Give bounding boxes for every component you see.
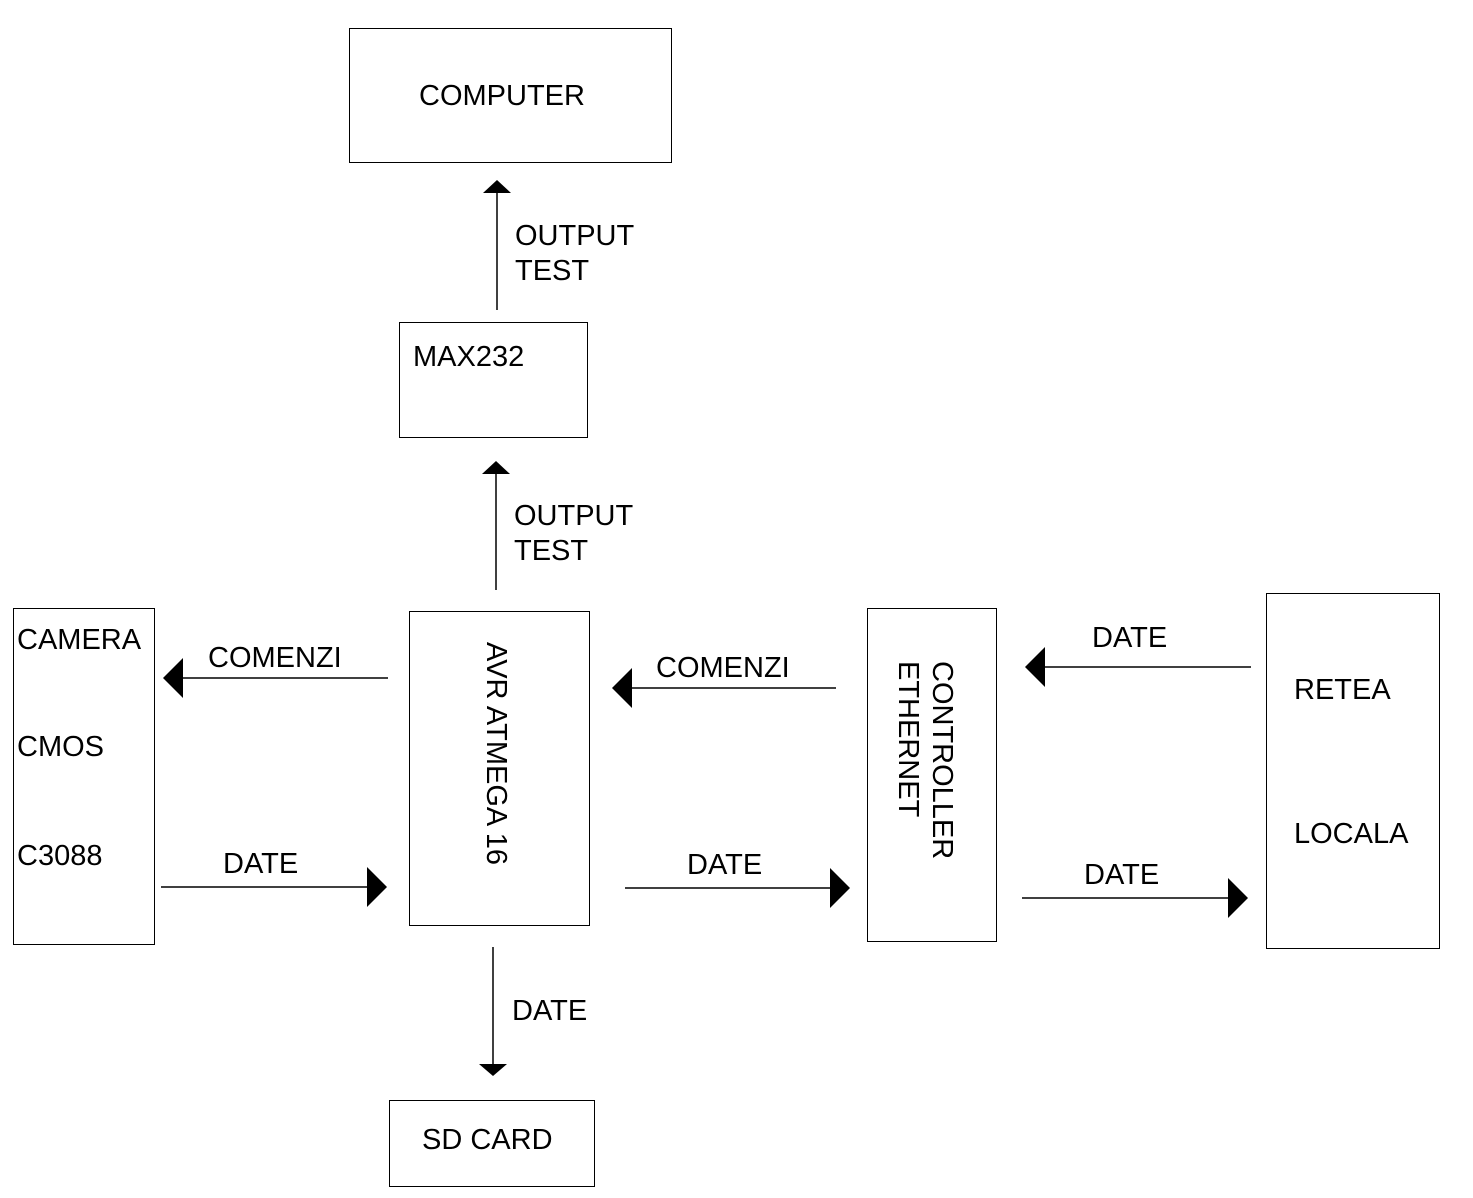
label-output-test-mid-2: TEST — [514, 535, 589, 567]
label-comenzi-ethernet: COMENZI — [656, 652, 790, 684]
block-max232: MAX232 — [399, 322, 588, 438]
arrowhead-up-icon — [483, 180, 511, 193]
arrowhead-left-icon — [163, 658, 183, 698]
block-sdcard-label: SD CARD — [422, 1124, 553, 1156]
block-max232-label: MAX232 — [413, 341, 525, 373]
arrowhead-left-icon — [1025, 647, 1045, 687]
arrowhead-left-icon — [612, 668, 632, 708]
block-computer-label: COMPUTER — [419, 80, 585, 112]
block-computer: COMPUTER — [349, 28, 672, 163]
label-date-ethernet: DATE — [687, 849, 763, 881]
label-date-lan-in: DATE — [1092, 622, 1168, 654]
block-lan-line-1: RETEA — [1294, 674, 1391, 706]
block-ethernet-line-1: CONTROLLER — [926, 661, 958, 860]
label-date-sdcard: DATE — [512, 995, 588, 1027]
arrowhead-up-icon — [482, 461, 510, 474]
block-camera: CAMERA CMOS C3088 — [13, 608, 155, 945]
block-avr-label: AVR ATMEGA 16 — [480, 642, 512, 865]
arrowhead-right-icon — [367, 867, 387, 907]
label-comenzi-camera: COMENZI — [208, 642, 342, 674]
block-ethernet: CONTROLLER ETHERNET — [867, 608, 997, 942]
label-output-test-top-1: OUTPUT — [515, 220, 635, 252]
block-lan-line-2: LOCALA — [1294, 818, 1409, 850]
arrowhead-down-icon — [479, 1064, 507, 1076]
label-output-test-mid-1: OUTPUT — [514, 500, 634, 532]
block-lan: RETEA LOCALA — [1266, 593, 1440, 949]
block-sdcard: SD CARD — [389, 1100, 595, 1187]
block-avr: AVR ATMEGA 16 — [409, 611, 590, 926]
block-camera-line-3: C3088 — [17, 840, 103, 872]
label-date-camera: DATE — [223, 848, 299, 880]
block-camera-line-2: CMOS — [17, 731, 104, 763]
label-output-test-top-2: TEST — [515, 255, 590, 287]
block-ethernet-line-2: ETHERNET — [892, 661, 924, 818]
arrowhead-right-icon — [1228, 878, 1248, 918]
label-date-lan-out: DATE — [1084, 859, 1160, 891]
block-camera-line-1: CAMERA — [17, 624, 142, 656]
arrowhead-right-icon — [830, 868, 850, 908]
